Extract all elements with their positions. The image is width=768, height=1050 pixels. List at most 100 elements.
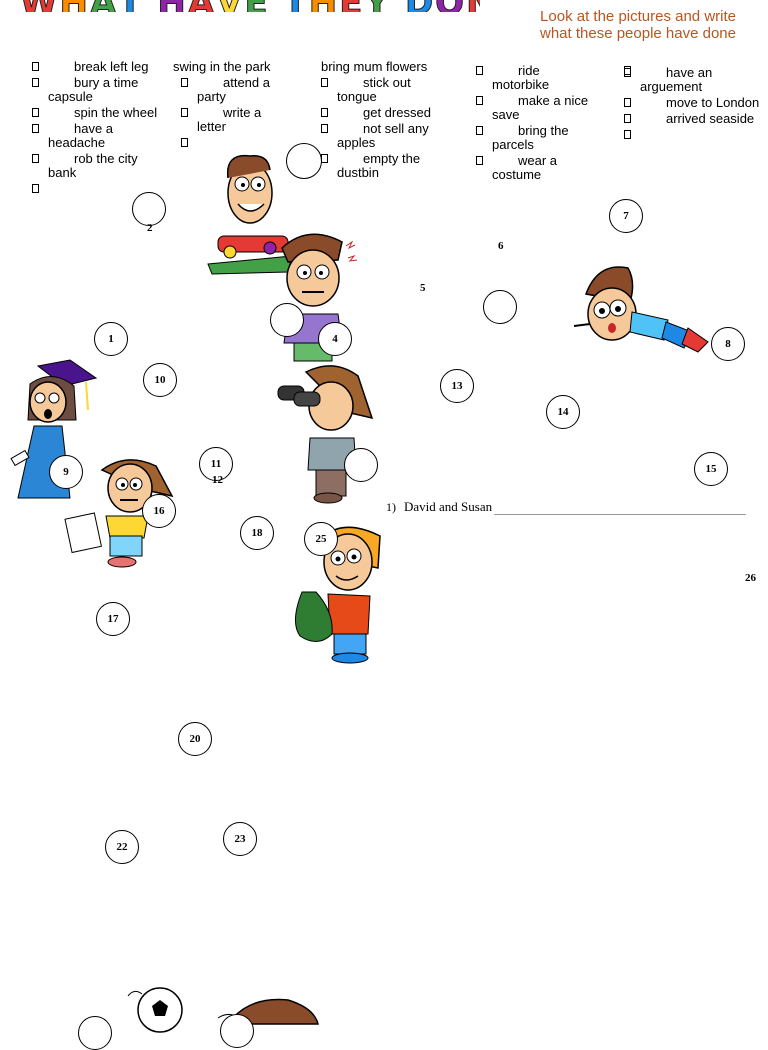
- picture-number-circle: 20: [178, 722, 212, 756]
- title-letter: W: [20, 0, 60, 12]
- picture-number: 12: [212, 474, 223, 486]
- word-item: stick out tongue: [321, 76, 449, 104]
- checkbox-bullet-icon: [476, 156, 483, 165]
- picture-number-circle: 18: [240, 516, 274, 550]
- word-item: bury a time capsule: [32, 76, 164, 104]
- picture-number-circle: 11: [199, 447, 233, 481]
- word-column-1: break left leg bury a time capsule spin …: [32, 60, 164, 193]
- word-item: rob the city bank: [32, 152, 164, 180]
- checkbox-bullet-icon: [32, 184, 39, 193]
- picture-number-circle: 4: [318, 322, 352, 356]
- title-letter: [391, 0, 405, 12]
- title-letter: T: [118, 0, 143, 12]
- checkbox-bullet-icon: [476, 96, 483, 105]
- picture-number-circle: 9: [49, 455, 83, 489]
- picture-number: 5: [420, 282, 426, 294]
- title-letter: O: [435, 0, 466, 12]
- checkbox-bullet-icon: [624, 68, 631, 77]
- checkbox-bullet-icon: [321, 78, 328, 87]
- title-letter: H: [308, 0, 339, 12]
- word-column-5: have an arguement move to London arrived…: [624, 64, 763, 139]
- picture-number-circle: 25: [304, 522, 338, 556]
- word-item: ride motorbike: [476, 64, 600, 92]
- word-item: write a letter: [181, 106, 293, 134]
- picture-number: 6: [498, 240, 504, 252]
- word-item: spin the wheel: [32, 106, 164, 120]
- word-item: move to London: [624, 96, 763, 110]
- title-letter: A: [187, 0, 216, 12]
- word-item: get dressed: [321, 106, 449, 120]
- title-letter: N: [466, 0, 480, 12]
- checkbox-bullet-icon: [476, 66, 483, 75]
- title-letter: H: [59, 0, 90, 12]
- checkbox-bullet-icon: [624, 114, 631, 123]
- picture-number-circle: [286, 143, 322, 179]
- checkbox-bullet-icon: [321, 154, 328, 163]
- word-item: bring the parcels: [476, 124, 600, 152]
- cartoon-boy-with-letter: [64, 459, 174, 568]
- picture-number-circle: 15: [694, 452, 728, 486]
- picture-number-circle: 8: [711, 327, 745, 361]
- answer-line[interactable]: 1) David and Susan: [386, 499, 746, 515]
- word-item: empty the dustbin: [321, 152, 449, 180]
- picture-number-circle: 16: [142, 494, 176, 528]
- title-letter: D: [404, 0, 435, 12]
- checkbox-bullet-icon: [32, 108, 39, 117]
- title-letter: H: [157, 0, 187, 12]
- cartoon-graduate-woman: [10, 359, 98, 499]
- picture-number-circle: [483, 290, 517, 324]
- word-item: attend a party: [181, 76, 293, 104]
- title-letter: E: [339, 0, 364, 12]
- title-letter: T: [283, 0, 309, 12]
- worksheet-title: WHAT HAVE THEY DONE?: [20, 0, 480, 12]
- word-item: have a headache: [32, 122, 164, 150]
- checkbox-bullet-icon: [624, 98, 631, 107]
- title-letter: [144, 0, 158, 12]
- word-item: bring mum flowers: [321, 59, 428, 74]
- answer-rule: [494, 502, 746, 515]
- checkbox-bullet-icon: [32, 124, 39, 133]
- picture-number-circle: 22: [105, 830, 139, 864]
- picture-number-circle: 23: [223, 822, 257, 856]
- answer-text: David and Susan: [404, 499, 493, 514]
- word-column-3: bring mum flowers stick out tongue get d…: [321, 60, 449, 182]
- picture-number-circle: 10: [143, 363, 177, 397]
- checkbox-bullet-icon: [321, 124, 328, 133]
- title-letter: [270, 0, 284, 12]
- word-item: arrived seaside: [624, 112, 763, 126]
- checkbox-bullet-icon: [181, 78, 188, 87]
- word-item: make a nice save: [476, 94, 600, 122]
- cartoon-boy-with-bag: [295, 526, 381, 664]
- picture-number: 2: [147, 222, 153, 234]
- checkbox-bullet-icon: [32, 78, 39, 87]
- picture-number-circle: [220, 1014, 254, 1048]
- checkbox-bullet-icon: [181, 108, 188, 117]
- cartoon-soccer-scene: [127, 987, 319, 1033]
- title-letter: E: [244, 0, 269, 12]
- word-item: not sell any apples: [321, 122, 449, 150]
- picture-number-circle: 17: [96, 602, 130, 636]
- checkbox-bullet-icon: [624, 130, 631, 139]
- instructions: Look at the pictures and write what thes…: [540, 8, 736, 42]
- title-letter: A: [89, 0, 118, 12]
- title-letter: Y: [364, 0, 391, 12]
- word-column-2: swing in the park attend a party write a…: [173, 59, 293, 147]
- checkbox-bullet-icon: [476, 126, 483, 135]
- word-column-4: ride motorbike make a nice save bring th…: [476, 64, 600, 184]
- word-item: swing in the park: [173, 59, 271, 74]
- checkbox-bullet-icon: [321, 108, 328, 117]
- checkbox-bullet-icon: [32, 62, 39, 71]
- answer-number: 1): [386, 500, 396, 514]
- word-item: have an arguement: [624, 66, 763, 94]
- picture-number-circle: 14: [546, 395, 580, 429]
- cartoon-boy-diving: [573, 266, 709, 353]
- cartoon-man-with-headache: [281, 233, 358, 362]
- picture-number-circle: [78, 1016, 112, 1050]
- picture-number: 26: [745, 572, 756, 584]
- cartoon-man-with-flowers: [207, 154, 293, 275]
- picture-number-circle: 7: [609, 199, 643, 233]
- picture-number-circle: [344, 448, 378, 482]
- picture-number-circle: [270, 303, 304, 337]
- word-item: break left leg: [32, 60, 164, 74]
- picture-number-circle: [132, 192, 166, 226]
